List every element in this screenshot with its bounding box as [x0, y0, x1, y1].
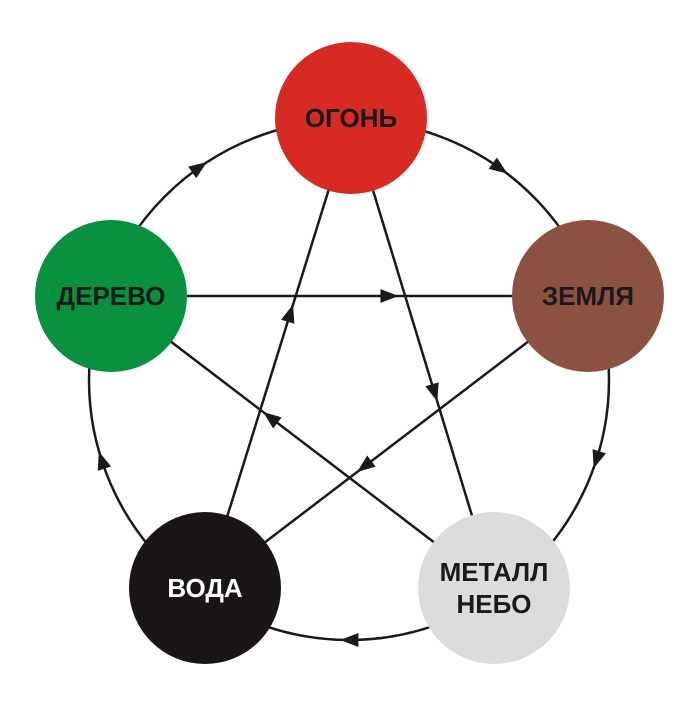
- node-metal-label: МЕТАЛЛ: [440, 557, 549, 587]
- generating-cycle-arrows: [97, 157, 606, 647]
- generating-arrow-water-to-wood: [97, 451, 112, 471]
- node-fire-label: ОГОНЬ: [305, 103, 397, 133]
- node-earth: ЗЕМЛЯ: [512, 220, 664, 372]
- node-wood-label: ДЕРЕВО: [57, 281, 166, 311]
- controlling-arrow-fire-to-metal: [425, 382, 439, 402]
- controlling-arrow-metal-to-wood: [263, 411, 282, 429]
- controlling-arrow-wood-to-earth: [380, 289, 399, 303]
- node-water: ВОДА: [129, 512, 281, 664]
- controlling-line-metal-to-wood: [167, 338, 438, 546]
- node-fire-circle: [275, 42, 427, 194]
- controlling-line-water-to-fire: [225, 186, 331, 520]
- generating-arrow-fire-to-earth: [488, 157, 508, 174]
- node-wood-circle: [35, 220, 187, 372]
- generating-arrow-metal-to-water: [340, 632, 359, 647]
- node-metal-circle: [418, 512, 570, 664]
- node-earth-circle: [512, 220, 664, 372]
- controlling-arrow-earth-to-water: [357, 455, 376, 473]
- node-metal-label: НЕБО: [456, 589, 531, 619]
- node-water-circle: [129, 512, 281, 664]
- generating-arrow-earth-to-metal: [592, 449, 606, 469]
- node-earth-label: ЗЕМЛЯ: [542, 281, 634, 311]
- controlling-line-fire-to-metal: [370, 186, 475, 520]
- controlling-line-earth-to-water: [261, 338, 532, 546]
- node-fire: ОГОНЬ: [275, 42, 427, 194]
- generating-arrow-wood-to-fire: [188, 162, 208, 179]
- node-water-label: ВОДА: [167, 573, 243, 603]
- node-wood: ДЕРЕВО: [35, 220, 187, 372]
- controlling-arrow-water-to-fire: [281, 304, 295, 324]
- controlling-cycle-lines: [167, 186, 532, 546]
